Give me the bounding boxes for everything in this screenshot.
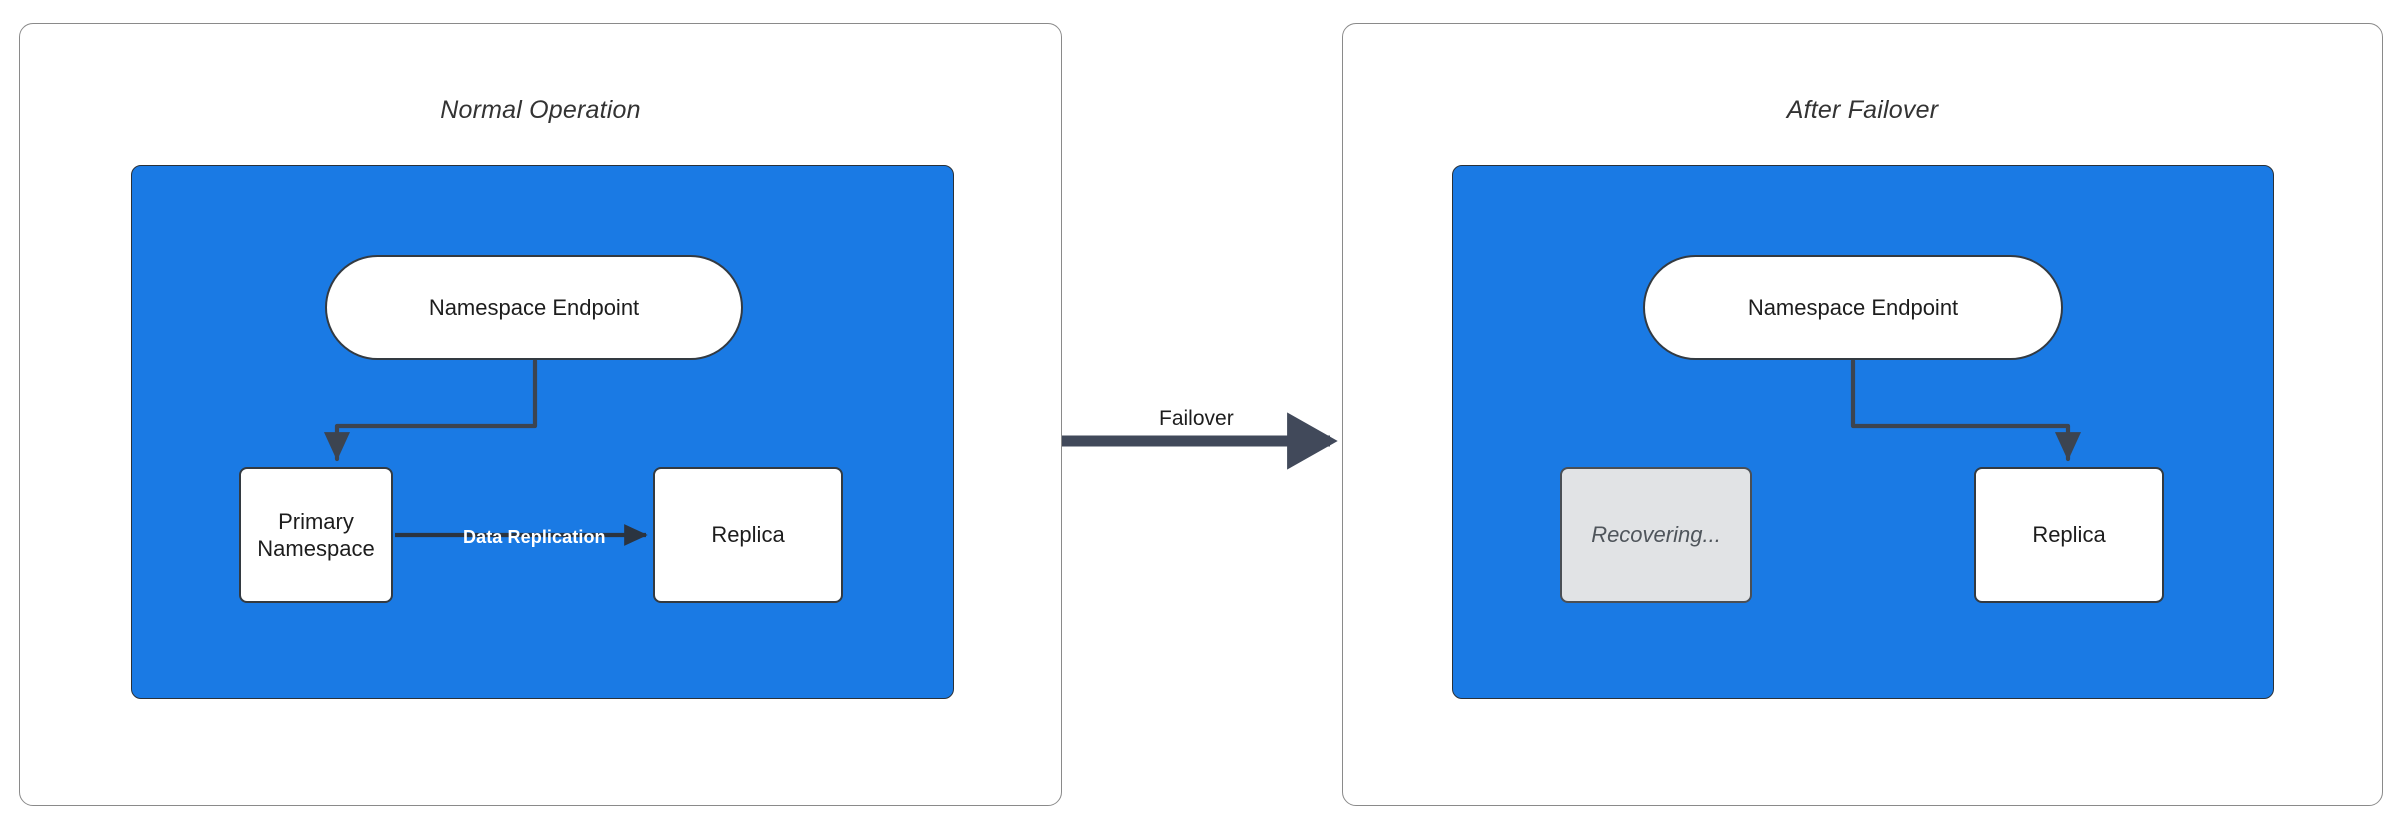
node-namespace-endpoint-right[interactable]: Namespace Endpoint (1643, 255, 2063, 360)
cluster-box-left (131, 165, 954, 699)
edge-label-data-replication: Data Replication (463, 527, 606, 547)
panel-left-title: Normal Operation (440, 96, 641, 124)
node-replica-left[interactable]: Replica (653, 467, 843, 603)
panel-right-title: After Failover (1786, 96, 1939, 124)
panel-after-failover: After Failover (1342, 23, 2383, 806)
node-replica-right[interactable]: Replica (1974, 467, 2164, 603)
panel-normal-operation: Normal Operation (19, 23, 1062, 806)
edge-label-failover: Failover (1159, 407, 1234, 430)
cluster-box-right (1452, 165, 2274, 699)
node-primary-namespace-left[interactable]: Primary Namespace (239, 467, 393, 603)
node-namespace-endpoint-left[interactable]: Namespace Endpoint (325, 255, 743, 360)
node-primary-namespace-label: Primary Namespace (257, 508, 374, 563)
node-primary-namespace-line1: Primary (278, 508, 354, 534)
node-primary-namespace-line2: Namespace (257, 536, 375, 561)
node-recovering-right[interactable]: Recovering... (1560, 467, 1752, 603)
